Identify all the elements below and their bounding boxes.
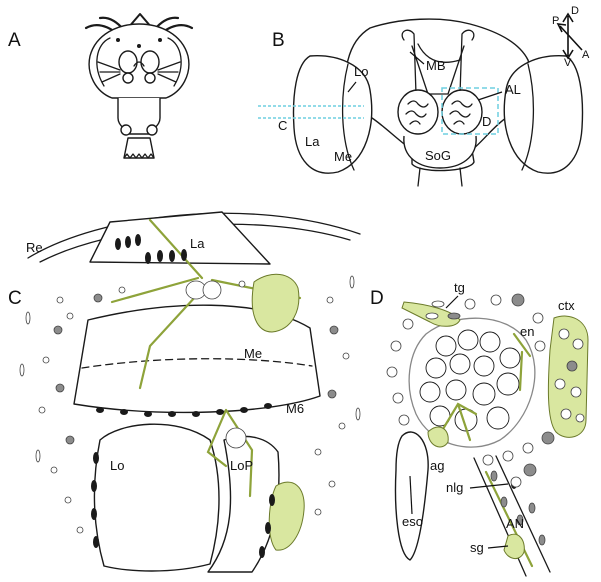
label-d-an: AN	[506, 516, 524, 531]
compass-v: V	[564, 57, 572, 69]
panel-label-d: D	[370, 288, 384, 309]
label-b-c: C	[278, 118, 287, 133]
arrow-d-sg	[487, 545, 509, 549]
compass-d: D	[571, 5, 579, 17]
label-c-me: Me	[244, 346, 262, 361]
label-b-me: Me	[334, 149, 352, 164]
label-d-eso: eso	[402, 514, 423, 529]
label-c-lo: Lo	[110, 458, 124, 473]
panel-label-b: B	[272, 30, 285, 51]
orientation-compass: D V P A	[552, 5, 590, 69]
label-d-en: en	[520, 324, 534, 339]
arrow-b-lo	[347, 81, 357, 93]
panel-label-c: C	[8, 288, 22, 309]
fly-head-drawing	[84, 13, 194, 159]
label-c-m6: M6	[286, 401, 304, 416]
arrow-d-tg	[445, 295, 459, 309]
optic-lobe-drawing	[19, 211, 361, 573]
label-c-lop: LoP	[230, 458, 253, 473]
arrow-d-nlg	[469, 483, 509, 489]
arrow-b-mb	[409, 51, 425, 65]
arrow-d-eso	[409, 475, 413, 515]
panel-label-a: A	[8, 30, 21, 51]
label-b-al: AL	[505, 82, 521, 97]
antennal-lobe-drawing	[386, 293, 589, 577]
arrow-b-al	[477, 91, 503, 101]
label-d-nlg: nlg	[446, 480, 463, 495]
label-d-sg: sg	[470, 540, 484, 555]
label-b-lo: Lo	[354, 64, 368, 79]
panel-a: A	[8, 13, 194, 159]
panel-d: D	[370, 280, 589, 577]
label-b-d: D	[482, 114, 491, 129]
panel-c: C	[8, 211, 361, 573]
label-b-mb: MB	[426, 58, 446, 73]
label-b-sog: SoG	[425, 148, 451, 163]
panel-b: B Lo	[258, 5, 590, 187]
brain-outline-drawing	[258, 18, 584, 187]
label-d-ag: ag	[430, 458, 444, 473]
label-d-ctx: ctx	[558, 298, 575, 313]
label-b-la: La	[305, 134, 320, 149]
label-c-la: La	[190, 236, 205, 251]
label-d-tg: tg	[454, 280, 465, 295]
compass-p: P	[552, 15, 559, 27]
compass-a: A	[582, 49, 590, 61]
label-c-re: Re	[26, 240, 43, 255]
